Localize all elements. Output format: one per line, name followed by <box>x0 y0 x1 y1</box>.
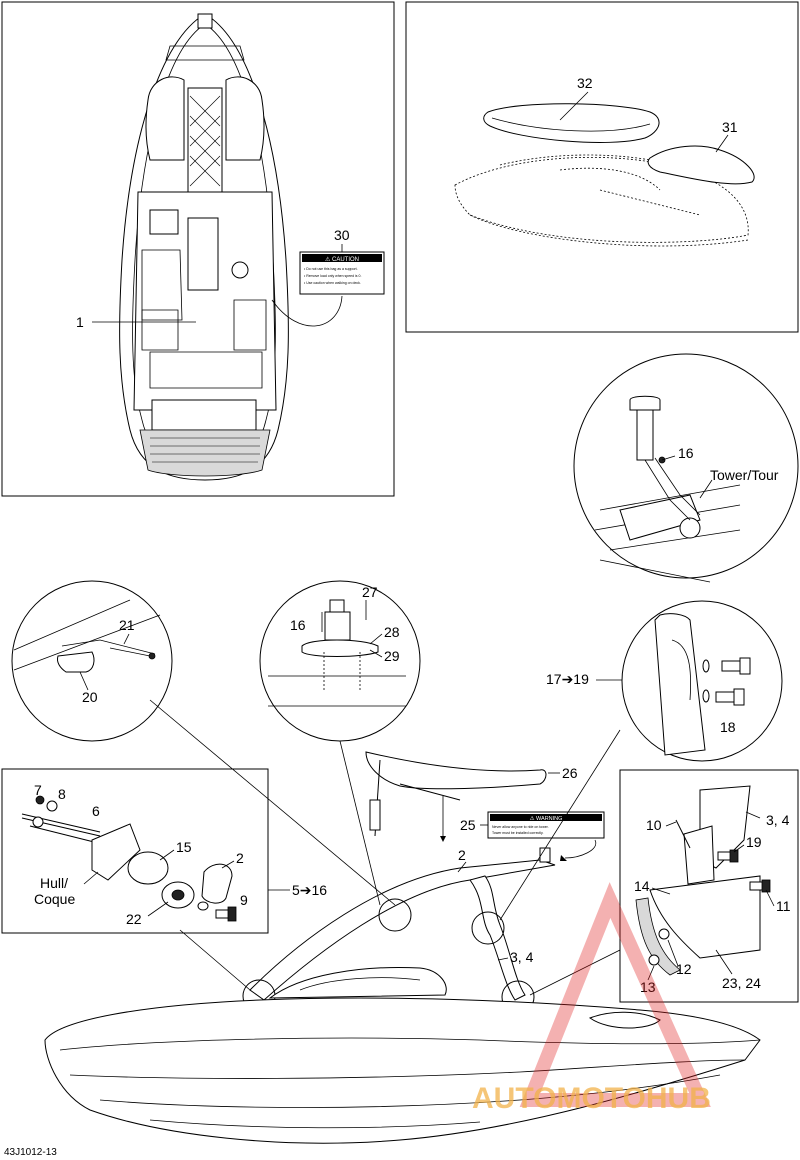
callout-29: 29 <box>384 648 400 664</box>
callout-2-hw: 2 <box>236 850 244 866</box>
warning-line-2: Tower must be installed correctly. <box>492 831 544 835</box>
top-mount-detail <box>259 580 421 742</box>
callout-1: 1 <box>76 314 84 330</box>
callout-11: 11 <box>776 898 791 914</box>
tower-detail <box>573 353 799 579</box>
callout-7: 7 <box>34 782 42 798</box>
callout-17-19: 17➔19 <box>546 671 589 687</box>
callout-28: 28 <box>384 624 400 640</box>
callout-25: 25 <box>460 817 476 833</box>
callout-6: 6 <box>92 803 100 819</box>
callout-16-top: 16 <box>290 617 306 633</box>
mount-parts <box>635 785 771 976</box>
callout-14: 14 <box>634 878 650 894</box>
caution-line-3: • Use caution when walking on deck. <box>304 281 361 285</box>
diagram-code: 43J1012-13 <box>4 1147 57 1158</box>
hull-label: Hull/ <box>40 875 68 891</box>
cover-32 <box>483 103 660 143</box>
boat-top-view <box>119 13 289 481</box>
callout-27: 27 <box>362 584 378 600</box>
warning-decal: ⚠ WARNING Never allow anyone to ride on … <box>487 811 605 839</box>
callout-18: 18 <box>720 719 736 735</box>
mount-panel <box>619 769 799 1003</box>
wake-tower <box>242 847 556 1014</box>
callout-15: 15 <box>176 839 192 855</box>
cover-31 <box>647 145 755 185</box>
boat-side-view <box>44 967 761 1144</box>
callout-10: 10 <box>646 817 662 833</box>
watermark-logo: AUTOMOTOHUB <box>472 882 711 1115</box>
watermark-text: AUTOMOTOHUB <box>472 1082 711 1115</box>
callout-19-mount: 19 <box>746 834 762 850</box>
callout-9: 9 <box>240 892 248 908</box>
callout-3-4-tower: 3, 4 <box>510 949 534 965</box>
covers-panel <box>405 1 799 333</box>
callout-20: 20 <box>82 689 98 705</box>
warning-line-1: Never allow anyone to ride on tower. <box>492 825 549 829</box>
callout-26: 26 <box>562 765 578 781</box>
callout-16-tower: 16 <box>678 445 694 461</box>
warning-title: ⚠ WARNING <box>530 815 563 822</box>
callout-3-4-mount: 3, 4 <box>766 812 790 828</box>
callout-32: 32 <box>577 75 593 91</box>
hardware-parts <box>21 795 237 922</box>
coque-label: Coque <box>34 891 75 907</box>
callout-30: 30 <box>334 227 350 243</box>
hardware-panel <box>1 768 269 934</box>
leg-bolt-detail <box>621 600 783 762</box>
callout-2-tower: 2 <box>458 847 466 863</box>
callout-8: 8 <box>58 786 66 802</box>
caution-line-1: • Do not use this bag as a support. <box>304 267 358 271</box>
caution-decal: ⚠ CAUTION • Do not use this bag as a sup… <box>299 251 385 295</box>
caution-line-2: • Remove load only when speed is 0. <box>304 274 361 278</box>
tower-label: Tower/Tour <box>710 467 779 483</box>
callout-13: 13 <box>640 979 656 995</box>
caution-title: ⚠ CAUTION <box>325 256 359 263</box>
callout-5-16: 5➔16 <box>292 882 327 898</box>
callout-21: 21 <box>119 617 135 633</box>
bumper-detail <box>11 580 173 742</box>
callout-31: 31 <box>722 119 738 135</box>
callout-12: 12 <box>676 961 692 977</box>
callout-22: 22 <box>126 911 142 927</box>
top-view-panel <box>1 1 395 497</box>
callout-23-24: 23, 24 <box>722 975 761 991</box>
board-rack <box>365 751 547 837</box>
